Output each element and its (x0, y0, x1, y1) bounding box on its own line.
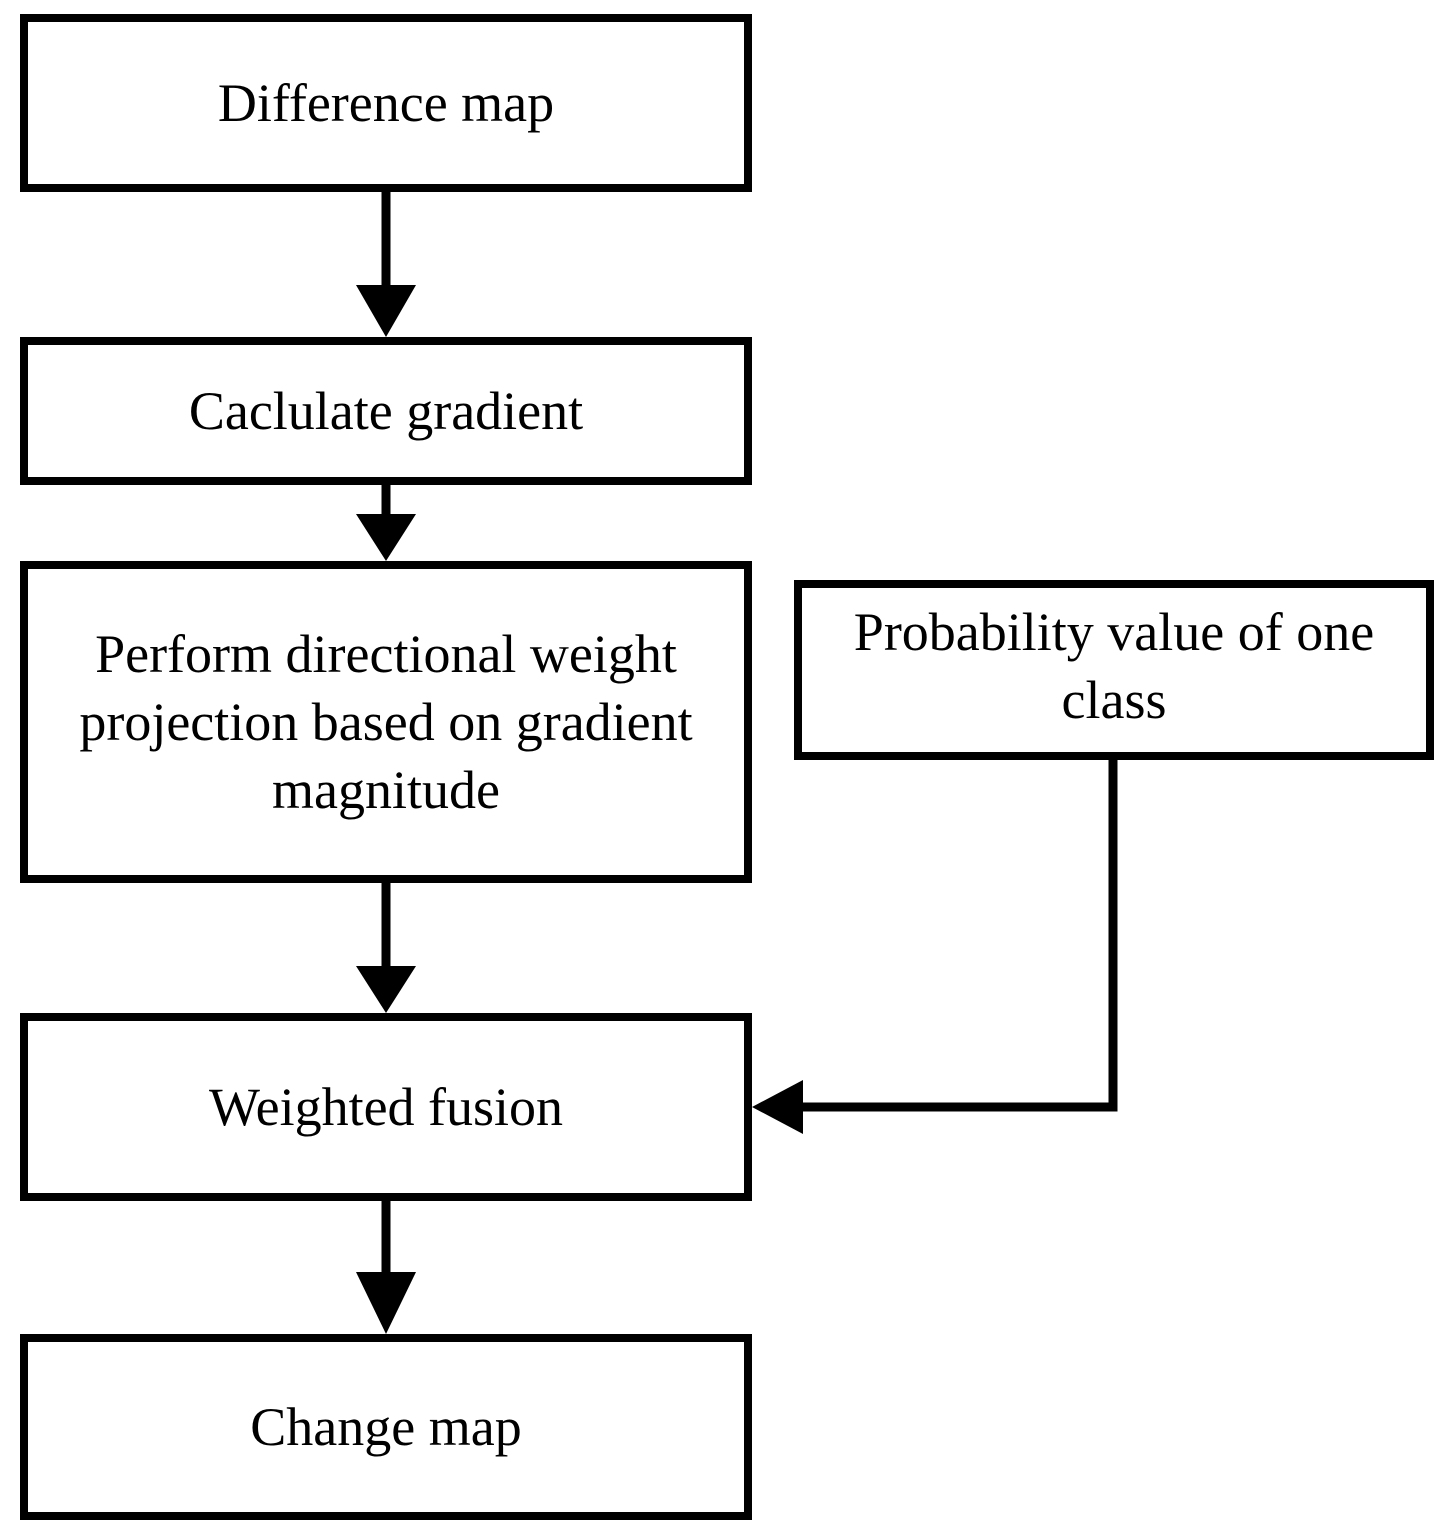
node-weighted-fusion-label: Weighted fusion (208, 1077, 564, 1137)
node-probability-value: Probability value of one class (794, 580, 1434, 760)
node-directional-weight-projection-label: Perform directional weight projection ba… (79, 624, 693, 820)
arrow-probability-to-fusion (752, 760, 1118, 1134)
node-change-map: Change map (20, 1334, 752, 1520)
node-weighted-fusion: Weighted fusion (20, 1013, 752, 1201)
node-calculate-gradient: Caclulate gradient (20, 337, 752, 485)
node-difference-map-label: Difference map (217, 73, 555, 133)
arrow-fusion-to-change (356, 1201, 416, 1334)
node-probability-value-label: Probability value of one class (853, 602, 1375, 730)
arrow-gradient-to-projection (356, 485, 416, 561)
node-directional-weight-projection: Perform directional weight projection ba… (20, 561, 752, 883)
node-difference-map: Difference map (20, 14, 752, 192)
arrow-projection-to-fusion (356, 883, 416, 1013)
node-calculate-gradient-label: Caclulate gradient (188, 381, 584, 441)
arrow-difference-to-gradient (356, 192, 416, 337)
node-change-map-label: Change map (250, 1397, 522, 1457)
